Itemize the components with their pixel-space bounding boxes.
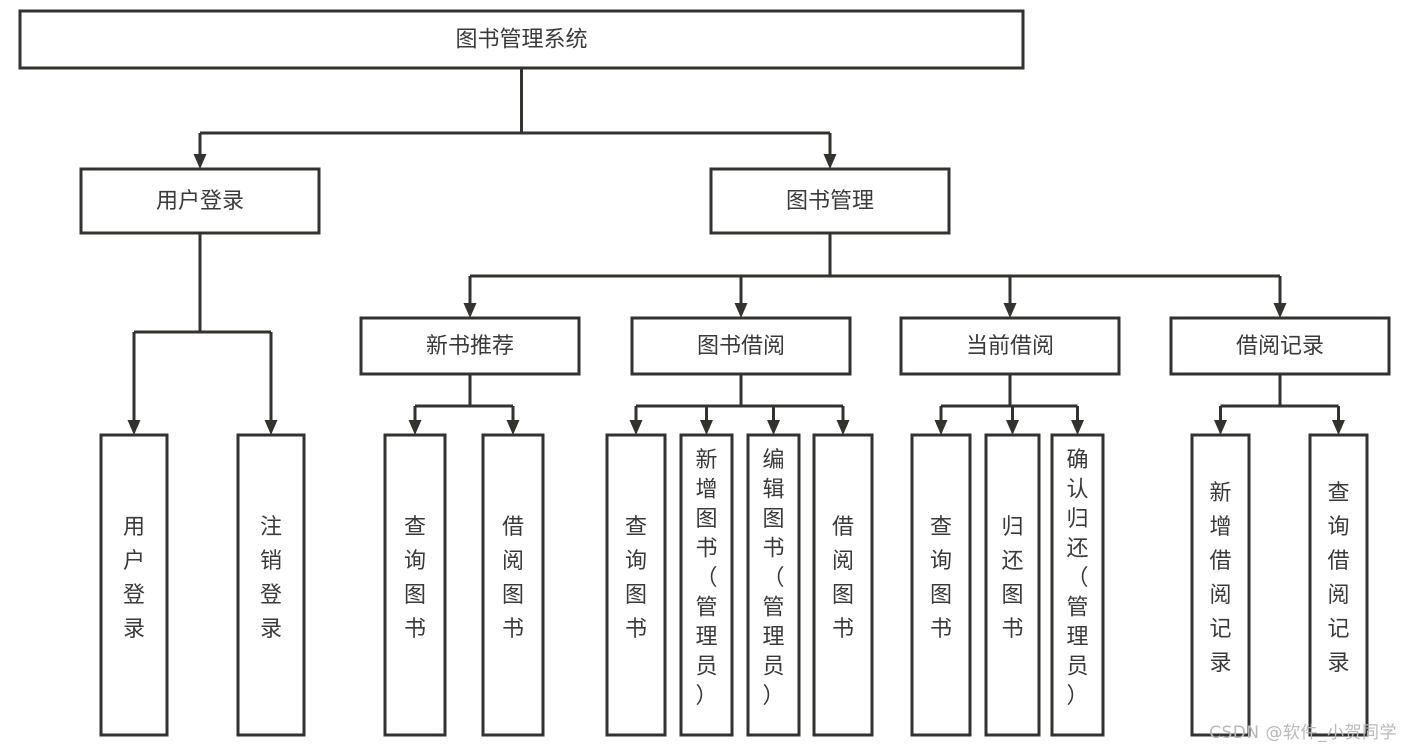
- node-label-book-borrow: 图书借阅: [697, 334, 785, 359]
- node-box-book-management: [709, 167, 951, 235]
- node-box-leaf-add-borrow-record: [1190, 433, 1251, 737]
- arrow-head-icon-new-book-recommend: [463, 303, 477, 318]
- edge-group-from-new-book-recommend: [408, 374, 520, 435]
- edge-group-from-user-login: [127, 233, 278, 435]
- node-label-leaf-query-book-recommend: 查询图书: [404, 515, 426, 642]
- node-book-management[interactable]: 图书管理: [709, 167, 951, 235]
- node-box-borrow-records: [1169, 316, 1391, 376]
- arrow-head-icon-leaf-query-book-recommend: [408, 420, 422, 435]
- node-user-login[interactable]: 用户登录: [79, 167, 321, 235]
- edge-group-from-book-management: [463, 233, 1287, 318]
- node-box-book-borrow: [630, 316, 852, 376]
- edge-group-from-current-borrow: [934, 374, 1084, 435]
- node-label-leaf-borrow-book-recommend: 借阅图书: [502, 515, 524, 642]
- node-box-root: [18, 9, 1025, 70]
- node-label-user-login: 用户登录: [156, 189, 244, 214]
- node-current-borrow[interactable]: 当前借阅: [899, 316, 1121, 376]
- node-box-leaf-confirm-return: [1050, 433, 1105, 737]
- node-label-book-management: 图书管理: [786, 189, 874, 214]
- node-leaf-return-book[interactable]: 归还图书: [984, 433, 1041, 737]
- node-label-leaf-add-book: 新增图书（管理员）: [695, 448, 717, 709]
- node-box-leaf-return-book: [984, 433, 1041, 737]
- arrow-head-icon-leaf-user-login: [127, 420, 141, 435]
- arrow-head-icon-current-borrow: [1003, 303, 1017, 318]
- arrow-head-icon-leaf-add-book: [700, 420, 713, 435]
- node-leaf-query-book-borrow[interactable]: 查询图书: [605, 433, 667, 737]
- arrow-head-icon-leaf-borrow-book-recommend: [506, 420, 520, 435]
- edge-group-from-root: [193, 68, 837, 169]
- node-leaf-query-book-recommend[interactable]: 查询图书: [383, 433, 447, 737]
- node-label-leaf-query-book-borrow: 查询图书: [625, 515, 647, 642]
- arrow-head-icon-leaf-borrow-book: [836, 420, 850, 435]
- node-label-leaf-confirm-return: 确认归还（管理员）: [1066, 448, 1088, 709]
- arrow-head-icon-leaf-confirm-return: [1071, 420, 1084, 435]
- node-box-leaf-logout: [236, 433, 306, 737]
- node-leaf-confirm-return[interactable]: 确认归还（管理员）: [1050, 433, 1105, 737]
- arrow-head-icon-leaf-logout: [264, 420, 278, 435]
- node-leaf-query-book-current[interactable]: 查询图书: [910, 433, 972, 737]
- node-leaf-borrow-book[interactable]: 借阅图书: [812, 433, 874, 737]
- node-label-leaf-query-book-current: 查询图书: [930, 515, 952, 642]
- arrow-head-icon-leaf-return-book: [1006, 420, 1019, 435]
- node-box-leaf-user-login: [99, 433, 169, 737]
- node-label-new-book-recommend: 新书推荐: [426, 334, 514, 359]
- edge-group-from-book-borrow: [629, 374, 850, 435]
- arrow-head-icon-user-login: [193, 154, 207, 169]
- connector-layer: [127, 68, 1345, 435]
- node-label-leaf-add-borrow-record: 新增借阅记录: [1209, 481, 1231, 676]
- edge-group-from-borrow-records: [1214, 374, 1345, 435]
- arrow-head-icon-book-management: [823, 154, 837, 169]
- node-label-leaf-logout: 注销登录: [260, 515, 282, 642]
- node-leaf-logout[interactable]: 注销登录: [236, 433, 306, 737]
- arrow-head-icon-leaf-query-book-borrow: [629, 420, 643, 435]
- arrow-head-icon-borrow-records: [1273, 303, 1287, 318]
- node-label-current-borrow: 当前借阅: [966, 334, 1054, 359]
- node-box-leaf-borrow-book-recommend: [481, 433, 545, 737]
- arrow-head-icon-book-borrow: [734, 303, 748, 318]
- node-label-leaf-return-book: 归还图书: [1001, 515, 1023, 642]
- arrow-head-icon-leaf-edit-book: [767, 420, 780, 435]
- arrow-head-icon-leaf-query-book-current: [934, 420, 948, 435]
- node-leaf-add-borrow-record[interactable]: 新增借阅记录: [1190, 433, 1251, 737]
- arrow-head-icon-leaf-query-borrow-record: [1332, 420, 1345, 435]
- node-leaf-edit-book[interactable]: 编辑图书（管理员）: [746, 433, 801, 737]
- node-box-leaf-query-book-current: [910, 433, 972, 737]
- node-label-leaf-borrow-book: 借阅图书: [832, 515, 854, 642]
- node-layer: 图书管理系统用户登录图书管理新书推荐图书借阅当前借阅借阅记录用户登录注销登录查询…: [18, 9, 1391, 737]
- node-leaf-user-login[interactable]: 用户登录: [99, 433, 169, 737]
- node-new-book-recommend[interactable]: 新书推荐: [359, 316, 581, 376]
- node-label-root: 图书管理系统: [455, 28, 587, 53]
- node-box-leaf-add-book: [679, 433, 734, 737]
- node-label-leaf-edit-book: 编辑图书（管理员）: [762, 448, 784, 709]
- node-leaf-add-book[interactable]: 新增图书（管理员）: [679, 433, 734, 737]
- node-box-leaf-query-book-recommend: [383, 433, 447, 737]
- node-box-leaf-borrow-book: [812, 433, 874, 737]
- node-box-leaf-query-borrow-record: [1308, 433, 1369, 737]
- node-box-leaf-edit-book: [746, 433, 801, 737]
- node-root[interactable]: 图书管理系统: [18, 9, 1025, 70]
- node-box-new-book-recommend: [359, 316, 581, 376]
- node-label-borrow-records: 借阅记录: [1236, 334, 1324, 359]
- node-label-leaf-user-login: 用户登录: [123, 515, 145, 642]
- node-box-leaf-query-book-borrow: [605, 433, 667, 737]
- node-leaf-query-borrow-record[interactable]: 查询借阅记录: [1308, 433, 1369, 737]
- node-box-user-login: [79, 167, 321, 235]
- node-borrow-records[interactable]: 借阅记录: [1169, 316, 1391, 376]
- node-box-current-borrow: [899, 316, 1121, 376]
- arrow-head-icon-leaf-add-borrow-record: [1214, 420, 1227, 435]
- node-label-leaf-query-borrow-record: 查询借阅记录: [1327, 481, 1349, 676]
- node-book-borrow[interactable]: 图书借阅: [630, 316, 852, 376]
- node-leaf-borrow-book-recommend[interactable]: 借阅图书: [481, 433, 545, 737]
